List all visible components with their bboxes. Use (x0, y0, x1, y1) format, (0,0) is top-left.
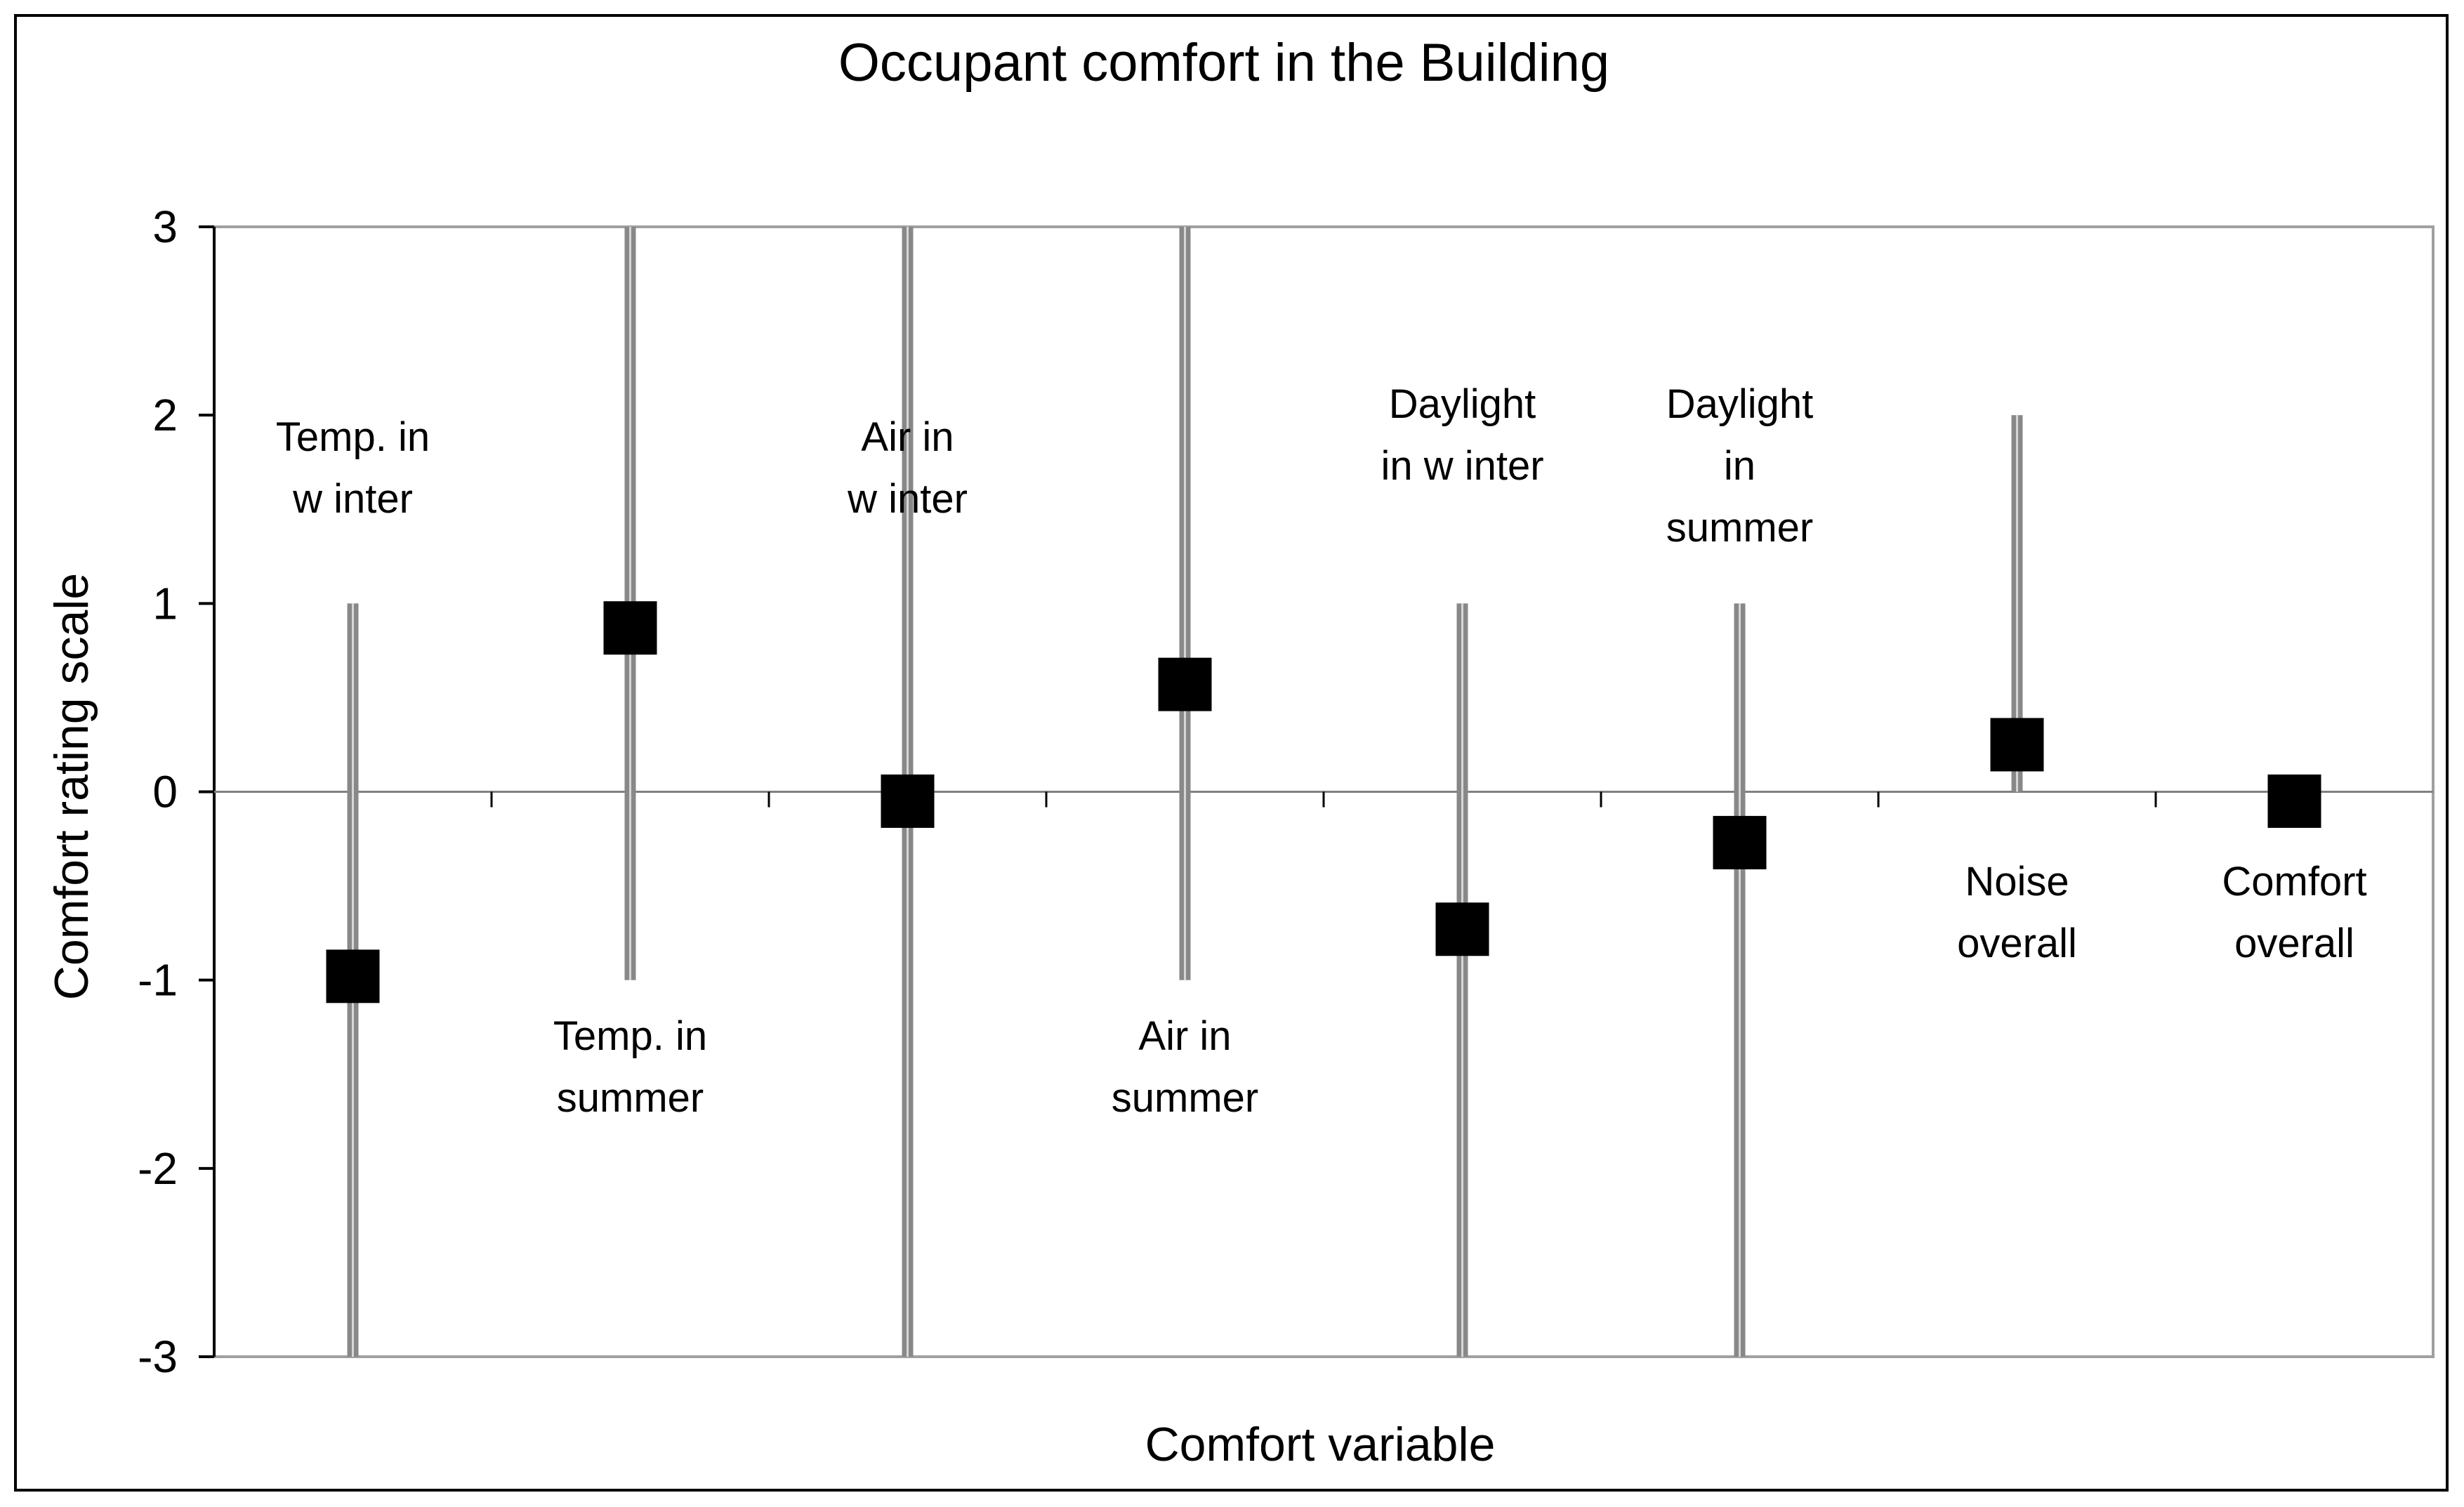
y-tick-label: 2 (152, 390, 178, 440)
category-label: Comfort (2222, 859, 2366, 904)
mean-marker (1435, 902, 1489, 956)
mean-marker (603, 601, 657, 655)
category-label: in (1724, 443, 1755, 489)
y-tick-label: 3 (152, 202, 178, 252)
category-label: summer (1666, 505, 1813, 551)
mean-marker (326, 949, 380, 1003)
category-label: Noise (1965, 859, 2069, 904)
mean-marker (881, 774, 935, 828)
category-label: Air in (861, 414, 954, 460)
y-tick-label: -2 (138, 1143, 178, 1194)
category-label: Air in (1138, 1013, 1231, 1059)
y-axis-label: Comfort rating scale (45, 573, 98, 1000)
category-label: in w inter (1381, 443, 1543, 489)
category-label: summer (1112, 1075, 1258, 1121)
category-label: summer (557, 1075, 704, 1121)
category-label: Daylight (1389, 381, 1536, 427)
y-tick-label: 0 (152, 767, 178, 817)
chart-title: Occupant comfort in the Building (838, 33, 1609, 93)
y-tick-label: -1 (138, 955, 178, 1006)
mean-marker (1158, 657, 1212, 711)
outer-border (14, 14, 2449, 1492)
mean-marker (1990, 718, 2044, 772)
category-label: w inter (847, 476, 968, 522)
y-tick-label: 1 (152, 578, 178, 629)
mean-marker (1713, 815, 1767, 869)
category-label: Daylight (1666, 381, 1814, 427)
mean-marker (2267, 774, 2321, 828)
y-tick-label: -3 (138, 1331, 178, 1382)
category-label: Temp. in (276, 414, 430, 460)
category-label: w inter (292, 476, 413, 522)
x-axis-label: Comfort variable (1145, 1418, 1496, 1471)
category-label: Temp. in (553, 1013, 707, 1059)
category-label: overall (1957, 921, 2077, 966)
category-label: overall (2234, 921, 2354, 966)
